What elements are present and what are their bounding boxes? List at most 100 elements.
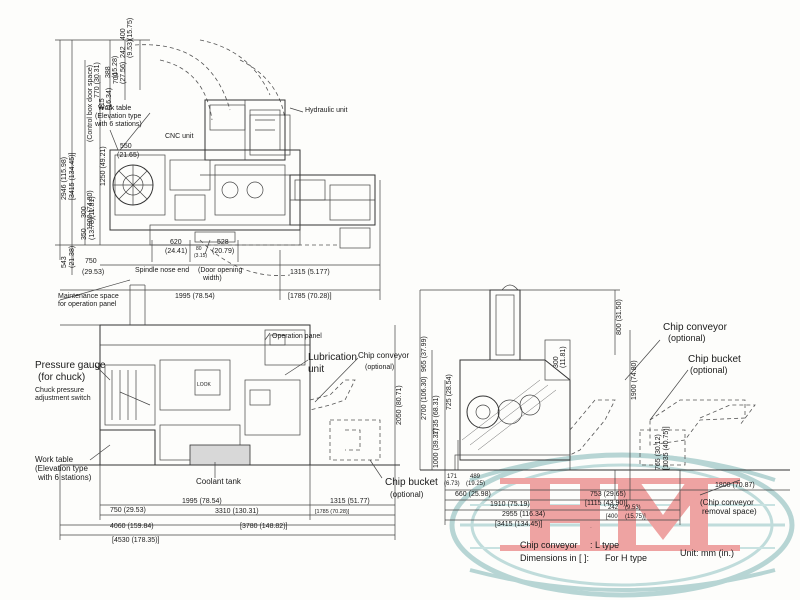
- front-chip-bucket-optional: (optional): [390, 490, 424, 499]
- dim-1315-front: 1315 (51.77): [330, 498, 370, 505]
- dim-700-top-in: (27.56): [120, 62, 127, 84]
- dim-700-top: 700: [113, 72, 120, 84]
- dim-171-in: (6.73): [444, 481, 460, 487]
- dim-171: 171: [447, 474, 458, 480]
- pressure-gauge-label: Pressure gauge: [35, 360, 106, 371]
- dim-750-front: 750 (29.53): [110, 507, 146, 514]
- dim-1575-side: (15.75)]: [625, 514, 646, 520]
- front-elevation-label: (Elevation type: [35, 464, 88, 473]
- adjustment-switch-label: adjustment switch: [35, 395, 91, 402]
- side-chip-bucket-label: Chip bucket: [688, 354, 741, 365]
- spindle-nose-label: Spindle nose end: [135, 267, 189, 274]
- dim-242-side: 242: [608, 505, 619, 511]
- top-work-table-label: Work table: [98, 105, 131, 112]
- dim-400-top-in: (15.75): [127, 18, 134, 40]
- front-work-table-label: Work table: [35, 455, 74, 464]
- side-chip-conveyor-optional: (optional): [668, 333, 706, 343]
- svg-text:LOOK: LOOK: [197, 382, 212, 388]
- dim-1900-top: 1900 (74.80): [87, 190, 94, 230]
- dim-800: 800 (31.50): [616, 299, 623, 335]
- dim-80-in: (3.15): [194, 253, 207, 259]
- dim-4060: 4060 (159.84): [110, 523, 154, 530]
- watermark-logo: [449, 452, 795, 598]
- dim-300-side: 300: [553, 356, 560, 368]
- legend-h-type: For H type: [605, 553, 647, 563]
- legend-unit: Unit: mm (in.): [680, 548, 734, 558]
- side-view: Chip conveyor (optional) Chip bucket (op…: [419, 284, 790, 528]
- side-chip-conveyor-label: Chip conveyor: [663, 322, 728, 333]
- dim-489-in: (19.25): [466, 481, 485, 487]
- dim-1000: 1000 (39.37): [433, 428, 440, 468]
- door-opening-label: (Door opening: [198, 267, 242, 274]
- removal-space-label: removal space): [702, 507, 757, 516]
- dim-750-top: 750: [85, 258, 97, 265]
- operation-panel-label: Operation panel: [272, 333, 322, 340]
- dim-489: 489: [470, 474, 481, 480]
- dim-2700: 2700 (106.30): [421, 376, 428, 420]
- dim-550: 550: [120, 143, 132, 150]
- front-chip-conveyor-optional: (optional): [365, 364, 394, 371]
- dim-3780: [3780 (148.82)]: [240, 523, 288, 530]
- dim-543: 543: [61, 256, 68, 268]
- dim-242-top: 242: [120, 46, 127, 58]
- maintenance-space-label: Maintenance space: [58, 293, 119, 300]
- dim-620-in: (24.41): [165, 248, 187, 255]
- front-chip-bucket-label: Chip bucket: [385, 477, 438, 488]
- dim-550-in: (21.65): [117, 152, 139, 159]
- dim-528: 528: [217, 239, 229, 246]
- dim-725: 725 (28.54): [446, 374, 453, 410]
- dim-543-in: (21.38): [69, 246, 76, 268]
- dim-350-top: 350: [81, 228, 88, 240]
- dim-1910: 1910 (75.19): [490, 501, 530, 508]
- dim-1900-side: 1900 (74.80): [631, 360, 638, 400]
- dim-4530: [4530 (178.35)]: [112, 537, 160, 544]
- dim-1035: [1035 (40.75)]: [663, 426, 670, 470]
- dim-3310: 3310 (130.31): [215, 508, 259, 515]
- dim-2050: 2050 (80.71): [396, 385, 403, 425]
- side-chip-bucket-optional: (optional): [690, 365, 728, 375]
- legend: Chip conveyor : L type Dimensions in [ ]…: [520, 540, 734, 563]
- cnc-unit-label: CNC unit: [165, 133, 193, 140]
- pressure-gauge-chuck-label: (for chuck): [38, 372, 85, 383]
- dim-750-top-in: (29.53): [82, 269, 104, 276]
- watermark-text: HM: [590, 527, 592, 529]
- dim-1735: 1735 (68.31): [433, 395, 440, 435]
- dim-1785-top: [1785 (70.28)]: [288, 293, 332, 300]
- dim-300-side-in: (11.81): [560, 346, 567, 368]
- dim-1995-front: 1995 (78.54): [182, 498, 222, 505]
- lubrication-unit-label: unit: [308, 364, 324, 375]
- legend-l-type: : L type: [590, 540, 619, 550]
- dim-1115: [1115 (43.90)]: [585, 500, 628, 507]
- dim-388: 388: [105, 66, 112, 78]
- top-stations-label: with 6 stations): [94, 121, 142, 128]
- dim-1315-top: 1315 (5.177): [290, 269, 330, 276]
- legend-chip-conveyor: Chip conveyor: [520, 540, 578, 550]
- operation-panel-space-label: for operation panel: [58, 301, 117, 308]
- dim-2946: 2946 (115.98): [61, 157, 68, 200]
- dim-415-in: (16.34): [106, 88, 113, 110]
- dim-300-top: 300: [81, 206, 88, 218]
- dim-388-in: (15.28): [112, 56, 119, 78]
- front-view: LOOK: [35, 284, 438, 544]
- front-chip-conveyor-label: Chip conveyor: [358, 351, 409, 360]
- dim-350-top-in: (13.78): [89, 218, 96, 240]
- dim-80: 80: [196, 246, 202, 252]
- dim-660: 660 (25.98): [455, 491, 491, 498]
- top-view: Work table (Elevation type with 6 statio…: [55, 18, 381, 308]
- door-width-label: width): [202, 275, 222, 282]
- coolant-tank-label: Coolant tank: [196, 477, 242, 486]
- dim-953-side: (9.53): [625, 505, 641, 511]
- dim-400-top: 400: [120, 28, 127, 40]
- dim-1250: 1250 (49.21): [100, 146, 107, 186]
- front-stations-label: with 6 stations): [37, 473, 92, 482]
- dim-2955: 2955 (116.34): [502, 511, 545, 518]
- dim-765: 765 (30.12): [655, 434, 662, 470]
- hydraulic-unit-label: Hydraulic unit: [305, 107, 347, 114]
- lubrication-label: Lubrication: [308, 352, 357, 363]
- dim-3415-top: [3415 (134.45)]: [69, 152, 76, 200]
- top-elevation-label: (Elevation type: [95, 113, 141, 120]
- dim-400-side: [400: [606, 514, 618, 520]
- dim-3415-side: [3415 (134.45)]: [495, 521, 543, 528]
